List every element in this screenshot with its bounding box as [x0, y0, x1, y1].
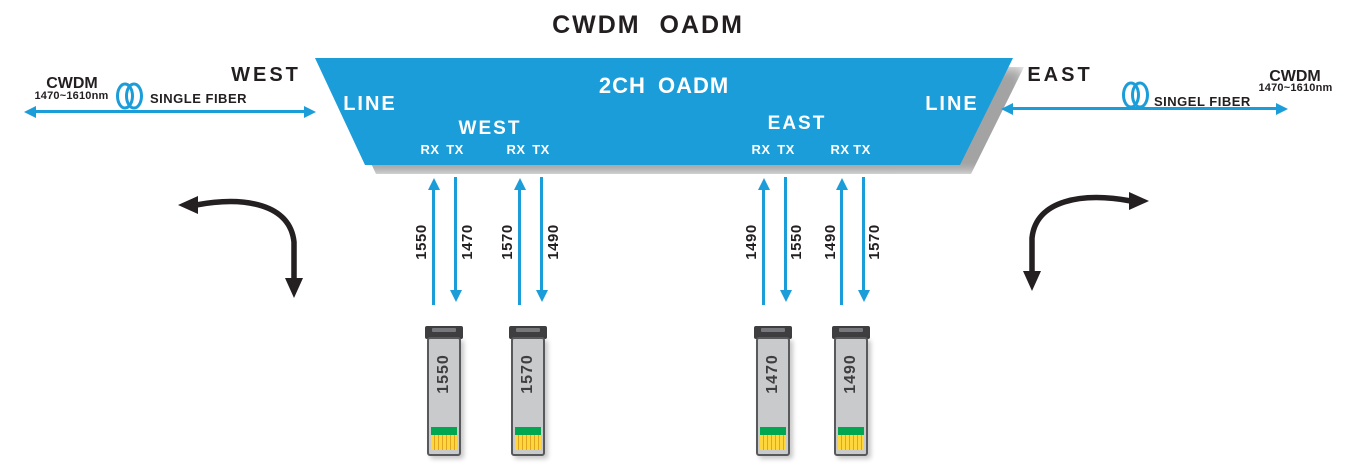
east-ch1-drop-arrow	[779, 177, 792, 302]
diagram-title: CWDM OADM	[552, 11, 744, 39]
sfp-contact-green	[838, 427, 864, 435]
line-port-west: LINE	[343, 93, 397, 115]
west-ch2-drop-arrow	[535, 177, 548, 302]
sfp-wavelength-label: 1490	[842, 354, 859, 394]
west-ch1-tx-label: TX	[446, 142, 464, 157]
sfp-contact-green	[431, 427, 457, 435]
sfp-cap-notch	[432, 328, 456, 332]
east-drop-curve-down-head	[1023, 271, 1041, 291]
east-line-fiber-arrow	[1001, 102, 1288, 115]
sfp-module-1570: 1570	[509, 326, 547, 458]
sfp-body: 1470	[756, 337, 790, 456]
sfp-cap-notch	[839, 328, 863, 332]
sfp-cap-notch	[761, 328, 785, 332]
west-fiber-label: SINGLE FIBER	[150, 91, 248, 106]
sfp-contact-pins	[431, 435, 457, 450]
west-ch2-tx-label: TX	[532, 142, 550, 157]
west-ch1-drop-arrow	[449, 177, 462, 302]
west-ch1-rx-label: RX	[420, 142, 440, 157]
east-ch2-tx-label: TX	[853, 142, 871, 157]
east-drop-curve-arrow	[1023, 192, 1149, 291]
east-ch2-rx-label: RX	[830, 142, 850, 157]
west-ch2-rx-label: RX	[506, 142, 526, 157]
east-cwdm-label: CWDM	[1269, 68, 1321, 85]
sfp-wavelength-label: 1550	[435, 354, 452, 394]
west-band-label: 1470~1610nm	[34, 90, 109, 102]
sfp-contact-pins	[838, 435, 864, 450]
sfp-body: 1550	[427, 337, 461, 456]
sfp-module-1470: 1470	[754, 326, 792, 458]
east-drop-curve-path	[1029, 194, 1134, 274]
west-ch1-drop-wavelength: 1470	[459, 224, 476, 260]
east-ch2-add-wavelength: 1490	[822, 224, 839, 260]
east-ch1-drop-wavelength: 1550	[788, 224, 805, 260]
sfp-cap	[832, 326, 870, 339]
east-ch2-drop-arrow	[857, 177, 870, 302]
west-ch2-drop-wavelength: 1490	[545, 224, 562, 260]
east-ch1-add-arrow	[757, 178, 770, 305]
sfp-wavelength-label: 1470	[764, 354, 781, 394]
east-ch1-add-wavelength: 1490	[743, 224, 760, 260]
oadm-device	[315, 58, 1013, 165]
sfp-contact-pins	[760, 435, 786, 450]
sfp-contact-green	[760, 427, 786, 435]
east-ch2-add-arrow	[835, 178, 848, 305]
east-drop-curve-right-head	[1129, 192, 1149, 210]
west-line-fiber-arrow	[24, 105, 316, 118]
west-cwdm-label: CWDM	[46, 75, 98, 92]
west-drop-curve-path	[193, 198, 297, 281]
sfp-cap	[425, 326, 463, 339]
sfp-cap	[754, 326, 792, 339]
east-direction-label: EAST	[1027, 64, 1093, 86]
east-ch2-drop-wavelength: 1570	[866, 224, 883, 260]
oadm-west-section-label: WEST	[458, 118, 522, 139]
sfp-module-1550: 1550	[425, 326, 463, 458]
west-drop-curve-left-head	[178, 196, 198, 214]
sfp-contact-pins	[515, 435, 541, 450]
west-ch1-add-arrow	[427, 178, 440, 305]
west-drop-curve-down-head	[285, 278, 303, 298]
west-ch1-add-wavelength: 1550	[413, 224, 430, 260]
oadm-east-section-label: EAST	[767, 113, 827, 134]
east-band-label: 1470~1610nm	[1258, 82, 1333, 94]
west-direction-label: WEST	[231, 64, 301, 86]
sfp-module-1490: 1490	[832, 326, 870, 458]
sfp-cap	[509, 326, 547, 339]
line-port-east: LINE	[925, 93, 979, 115]
west-ch2-add-wavelength: 1570	[499, 224, 516, 260]
west-ch2-add-arrow	[513, 178, 526, 305]
sfp-wavelength-label: 1570	[519, 354, 536, 394]
sfp-contact-green	[515, 427, 541, 435]
east-ch1-tx-label: TX	[777, 142, 795, 157]
sfp-body: 1490	[834, 337, 868, 456]
east-ch1-rx-label: RX	[751, 142, 771, 157]
east-fiber-label: SINGEL FIBER	[1154, 94, 1251, 109]
west-fiber-coupler-icon	[116, 82, 143, 110]
sfp-cap-notch	[516, 328, 540, 332]
sfp-body: 1570	[511, 337, 545, 456]
west-drop-curve-arrow	[178, 196, 303, 298]
oadm-device-label: 2CH OADM	[598, 73, 730, 98]
